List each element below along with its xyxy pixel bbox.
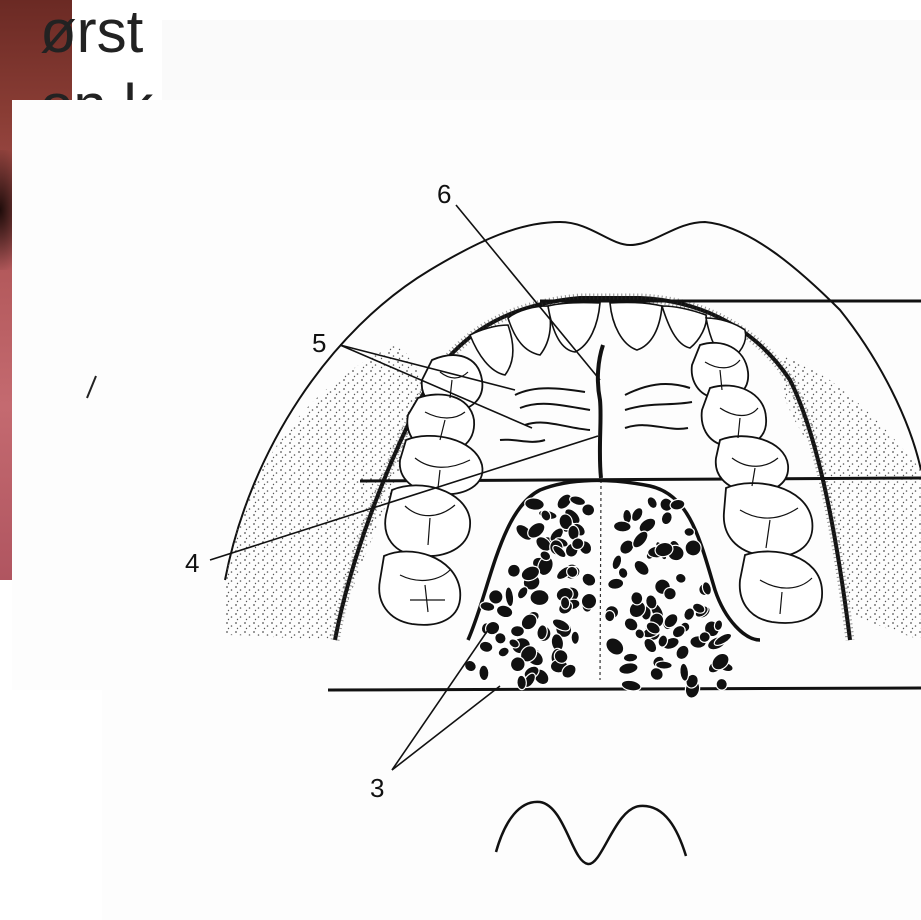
leader-3b — [392, 686, 500, 770]
gland-blob — [679, 663, 689, 682]
gland-blob — [580, 571, 599, 589]
palatal-rugae — [500, 384, 692, 442]
gland-blob — [645, 495, 659, 510]
label-5: 5 — [312, 328, 326, 358]
gland-blob — [618, 661, 639, 675]
gland-blob — [569, 494, 587, 507]
label-3: 3 — [370, 773, 384, 803]
gland-blob — [497, 645, 511, 658]
gland-blob — [504, 586, 515, 607]
gland-blob — [604, 610, 615, 622]
gland-blob — [684, 527, 695, 536]
gland-blob — [505, 562, 522, 579]
gland-blob — [511, 625, 525, 636]
gland-blob — [516, 675, 526, 690]
stray-mark — [87, 376, 96, 398]
gland-blob — [631, 558, 652, 579]
gland-blob — [607, 577, 624, 590]
gland-blob — [602, 634, 627, 658]
uvula-outline — [496, 802, 686, 864]
gland-blob — [571, 631, 579, 644]
gland-blob — [560, 596, 570, 609]
median-raphe-lower — [600, 480, 601, 680]
gland-blob — [524, 497, 545, 511]
label-4: 4 — [185, 548, 199, 578]
gland-blob — [530, 590, 549, 606]
gland-blob — [462, 658, 478, 674]
gland-blob — [660, 510, 674, 526]
gland-blob — [674, 572, 688, 585]
median-raphe — [598, 345, 603, 478]
leader-3a — [392, 630, 488, 770]
gland-blob — [623, 653, 638, 663]
gland-blob — [613, 521, 631, 533]
leader-6 — [456, 205, 600, 380]
gland-blob — [479, 665, 490, 681]
label-6: 6 — [437, 179, 451, 209]
